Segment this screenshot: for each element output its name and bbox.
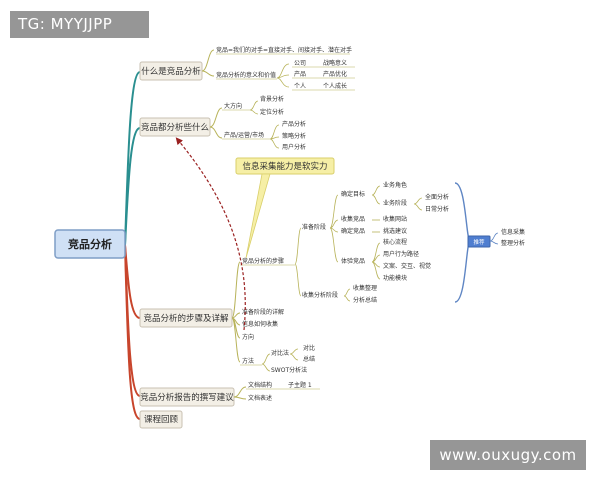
- steps-daily-analysis: 日常分析: [425, 205, 449, 213]
- b2-user-analysis: 用户分析: [282, 143, 306, 151]
- b1-growth: 个人成长: [323, 82, 347, 90]
- b1-strategy: 战略意义: [323, 59, 347, 67]
- steps-info-collect: 信息采集: [501, 228, 525, 236]
- b4-doc-express: 文档表述: [248, 394, 272, 402]
- b2-background: 背景分析: [260, 95, 284, 103]
- branch-label-b3: 竞品分析的步骤及详解: [143, 313, 229, 324]
- b3-compare: 对比法: [271, 349, 289, 357]
- callout-text: 信息采集能力是软实力: [242, 161, 327, 172]
- callout-box[interactable]: [235, 157, 335, 175]
- b2-direction: 大方向: [224, 102, 242, 110]
- steps-copy: 文案、交互、视觉: [383, 262, 431, 270]
- watermark-top-left: TG: MYYJJPP: [10, 11, 149, 38]
- steps-hub-label: 推荐: [473, 238, 485, 246]
- connector-b2: [209, 107, 223, 139]
- steps-behavior: 用户行为路径: [383, 250, 419, 258]
- watermark-bottom-right: www.ouxugy.com: [430, 440, 586, 470]
- steps-biz-stage: 业务阶段: [383, 199, 407, 207]
- steps-collect: 收集竞品: [341, 215, 365, 223]
- b1-company: 公司: [294, 60, 306, 67]
- steps-collect-site: 收集网站: [383, 215, 407, 223]
- connector-b4: [233, 386, 247, 400]
- steps-org-analysis: 整理分析: [501, 239, 525, 247]
- steps-summary: 分析总结: [353, 296, 377, 304]
- b2-position: 定位分析: [260, 108, 284, 116]
- steps-biz-role: 业务角色: [383, 181, 407, 189]
- root-label: 竞品分析: [68, 237, 112, 251]
- b2-prodop: 产品/运营/市场: [224, 131, 264, 139]
- b3-swot: SWOT分析法: [271, 366, 307, 374]
- connector-b3: [231, 261, 241, 363]
- steps-target: 确定目标: [341, 190, 365, 198]
- b4-doc-structure: 文档结构: [248, 381, 272, 389]
- branch-node-b5[interactable]: [139, 410, 183, 429]
- b3-method: 方法: [242, 357, 254, 365]
- steps-title: 竞品分析的步骤: [242, 257, 284, 265]
- steps-all-analysis: 全面分析: [425, 193, 449, 201]
- steps-func: 功能模块: [383, 274, 407, 282]
- b3-direction: 方向: [242, 333, 254, 341]
- connector-b1: [201, 49, 215, 77]
- branch-label-b1: 什么是竞品分析: [141, 66, 201, 77]
- b1-product: 产品: [294, 70, 306, 78]
- steps-collect-analysis: 收集分析阶段: [302, 291, 338, 299]
- steps-confirm: 确定竞品: [341, 227, 365, 235]
- callout-pointer: [245, 173, 271, 259]
- relationship-arrow: [175, 137, 246, 331]
- steps-hub-node[interactable]: [467, 235, 491, 248]
- branch-label-b2: 竞品都分析些什么: [141, 122, 210, 133]
- b1-optimize: 产品优化: [323, 70, 347, 78]
- steps-pick: 挑选建议: [383, 227, 407, 235]
- steps-core-flow: 核心流程: [383, 238, 407, 246]
- steps-collate: 收集整理: [353, 284, 377, 292]
- steps-prep: 准备阶段: [302, 223, 326, 231]
- b1-meaning: 竞品分析的意义和价值: [216, 71, 276, 79]
- connector-root-b5: [124, 244, 141, 420]
- b4-sub-topic: 子主题 1: [288, 381, 312, 389]
- b3-how-collect: 信息如何收集: [242, 320, 278, 328]
- branch-label-b5: 课程回顾: [144, 414, 179, 425]
- steps-experience: 体验竞品: [341, 257, 365, 265]
- connector-root-b2: [124, 127, 141, 246]
- branch-label-b4: 竞品分析报告的撰写建议: [140, 392, 234, 403]
- b1-person: 个人: [294, 83, 306, 90]
- root-node[interactable]: [54, 229, 126, 259]
- b2-product-analysis: 产品分析: [282, 120, 306, 128]
- b3-prep-detail: 准备阶段的详解: [242, 308, 284, 316]
- b3-sum: 总结: [303, 355, 315, 363]
- b3-contrast: 对比: [303, 344, 315, 352]
- b1-definition: 竞品=我们的对手=直接对手、间接对手、潜在对手: [216, 46, 352, 54]
- b2-strategy-analysis: 策略分析: [282, 132, 306, 140]
